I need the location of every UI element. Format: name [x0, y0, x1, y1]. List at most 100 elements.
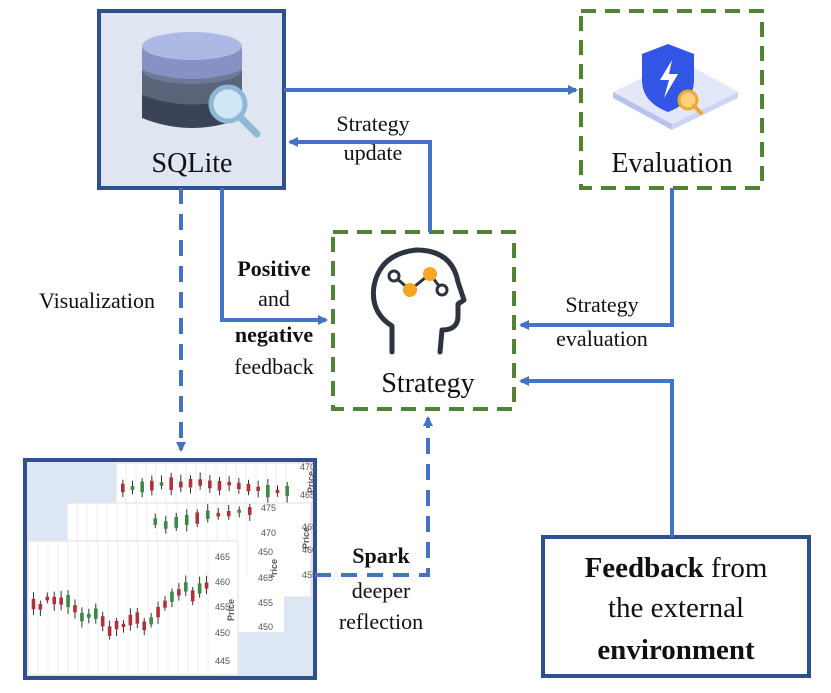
- candle-body: [73, 605, 77, 613]
- candle-body: [107, 626, 112, 636]
- candle-body: [227, 481, 231, 486]
- candle-body: [135, 612, 140, 624]
- feedback-label-2: and: [258, 286, 290, 311]
- strategy-node: Strategy: [331, 230, 516, 411]
- external-line-1: Feedback from: [585, 552, 768, 584]
- candle-body: [195, 512, 200, 524]
- spark-label-1: Spark: [352, 543, 410, 568]
- chart-3-tick: 445: [215, 656, 230, 666]
- candle-body: [205, 510, 210, 519]
- candle-body: [237, 509, 242, 513]
- chart-2-y-title: Price: [301, 527, 311, 549]
- arrows: [176, 85, 674, 577]
- strategy-label: Strategy: [381, 368, 474, 399]
- arrow-strategy-update: [288, 137, 432, 232]
- brain-head-icon: [370, 247, 467, 355]
- candle-body: [237, 482, 241, 490]
- spark-label-3: reflection: [339, 609, 423, 634]
- candle-body: [59, 597, 63, 605]
- shield-search-icon: [613, 44, 738, 130]
- chart-1-y-title: Price: [306, 471, 316, 493]
- candle-body: [226, 510, 231, 517]
- strategy-update-label-1: Strategy: [336, 111, 409, 136]
- strategy-box: [331, 230, 516, 411]
- candle-body: [204, 582, 209, 589]
- chart-2-tick: 460: [302, 545, 317, 555]
- candle-body: [179, 481, 183, 488]
- candle-body: [217, 480, 222, 491]
- feedback-label-1: Positive: [237, 256, 311, 281]
- arrow-spark-reflection: [315, 416, 433, 577]
- candle-body: [66, 594, 70, 608]
- chart-2-tick: 455: [302, 570, 317, 580]
- candle-body: [52, 596, 57, 605]
- candle-body: [100, 616, 105, 627]
- chart-3-tick: 450: [215, 628, 230, 638]
- chart-1-tick: 470: [300, 462, 315, 472]
- candle-body: [208, 480, 212, 489]
- chart-3-y-title: Price: [226, 599, 236, 621]
- candle-body: [156, 606, 160, 618]
- candle-body: [169, 477, 173, 490]
- database-search-icon: [142, 32, 261, 138]
- candle-body: [266, 485, 270, 498]
- strategy-evaluation-label-2: evaluation: [556, 326, 648, 351]
- candle-body: [177, 589, 181, 596]
- external-line-3: environment: [597, 634, 755, 666]
- candle-body: [149, 617, 153, 625]
- candle-body: [153, 518, 158, 525]
- chart-2-tick: 475: [261, 503, 276, 513]
- candle-body: [130, 486, 135, 490]
- extra-tick: 465: [258, 573, 273, 583]
- candle-body: [80, 612, 84, 622]
- arrow-external-feedback: [519, 376, 674, 537]
- evaluation-node: Evaluation: [579, 9, 764, 190]
- candle-body: [198, 479, 202, 486]
- extra-tick: 450: [258, 622, 273, 632]
- strategy-update-label-2: update: [344, 140, 403, 165]
- candle-body: [163, 600, 167, 608]
- candle-body: [183, 582, 188, 592]
- candle-body: [159, 482, 164, 486]
- candle-body: [87, 613, 91, 618]
- candle-body: [197, 583, 202, 594]
- candle-body: [256, 486, 260, 491]
- candle-body: [114, 620, 119, 630]
- candle-body: [247, 507, 252, 515]
- sqlite-node: SQLite: [97, 9, 286, 190]
- candle-body: [38, 603, 43, 610]
- feedback-label-3: negative: [235, 322, 313, 347]
- visualization-label: Visualization: [39, 288, 155, 313]
- chart-2-y-title-secondary: Price: [269, 559, 279, 581]
- candle-body: [285, 485, 289, 496]
- candle-body: [170, 591, 174, 602]
- spark-label-2: deeper: [352, 578, 411, 603]
- chart-3-tick: 460: [215, 577, 230, 587]
- candle-body: [93, 608, 98, 619]
- visualization-panel: 470 465 Price 475 470 465 460 455 450 Pr…: [23, 458, 317, 680]
- external-environment-node: Feedback from the external environment: [541, 535, 811, 678]
- candlestick-chart-icon: 470 465 Price 475 470 465 460 455 450 Pr…: [27, 462, 317, 676]
- candle-body: [140, 481, 144, 493]
- candle-body: [188, 478, 193, 488]
- candle-body: [275, 489, 280, 494]
- candle-body: [216, 512, 221, 517]
- arrow-strategy-evaluation: [519, 188, 674, 330]
- sqlite-label: SQLite: [152, 148, 233, 179]
- extra-tick: 455: [258, 598, 273, 608]
- candle-body: [128, 614, 133, 626]
- candle-body: [121, 623, 126, 628]
- candle-body: [174, 516, 179, 528]
- chart-2-tick: 465: [302, 522, 317, 532]
- candle-body: [121, 483, 125, 493]
- candle-body: [45, 596, 50, 601]
- chart-1-tick: 465: [300, 490, 315, 500]
- external-line-2: the external: [608, 592, 744, 624]
- chart-3-tick: 465: [215, 552, 230, 562]
- candle-body: [150, 480, 154, 491]
- arrow-feedback: [220, 188, 328, 325]
- external-environment-box: [541, 535, 811, 678]
- candle-body: [246, 483, 251, 492]
- chart-2-tick: 470: [261, 528, 276, 538]
- strategy-evaluation-label-1: Strategy: [565, 292, 638, 317]
